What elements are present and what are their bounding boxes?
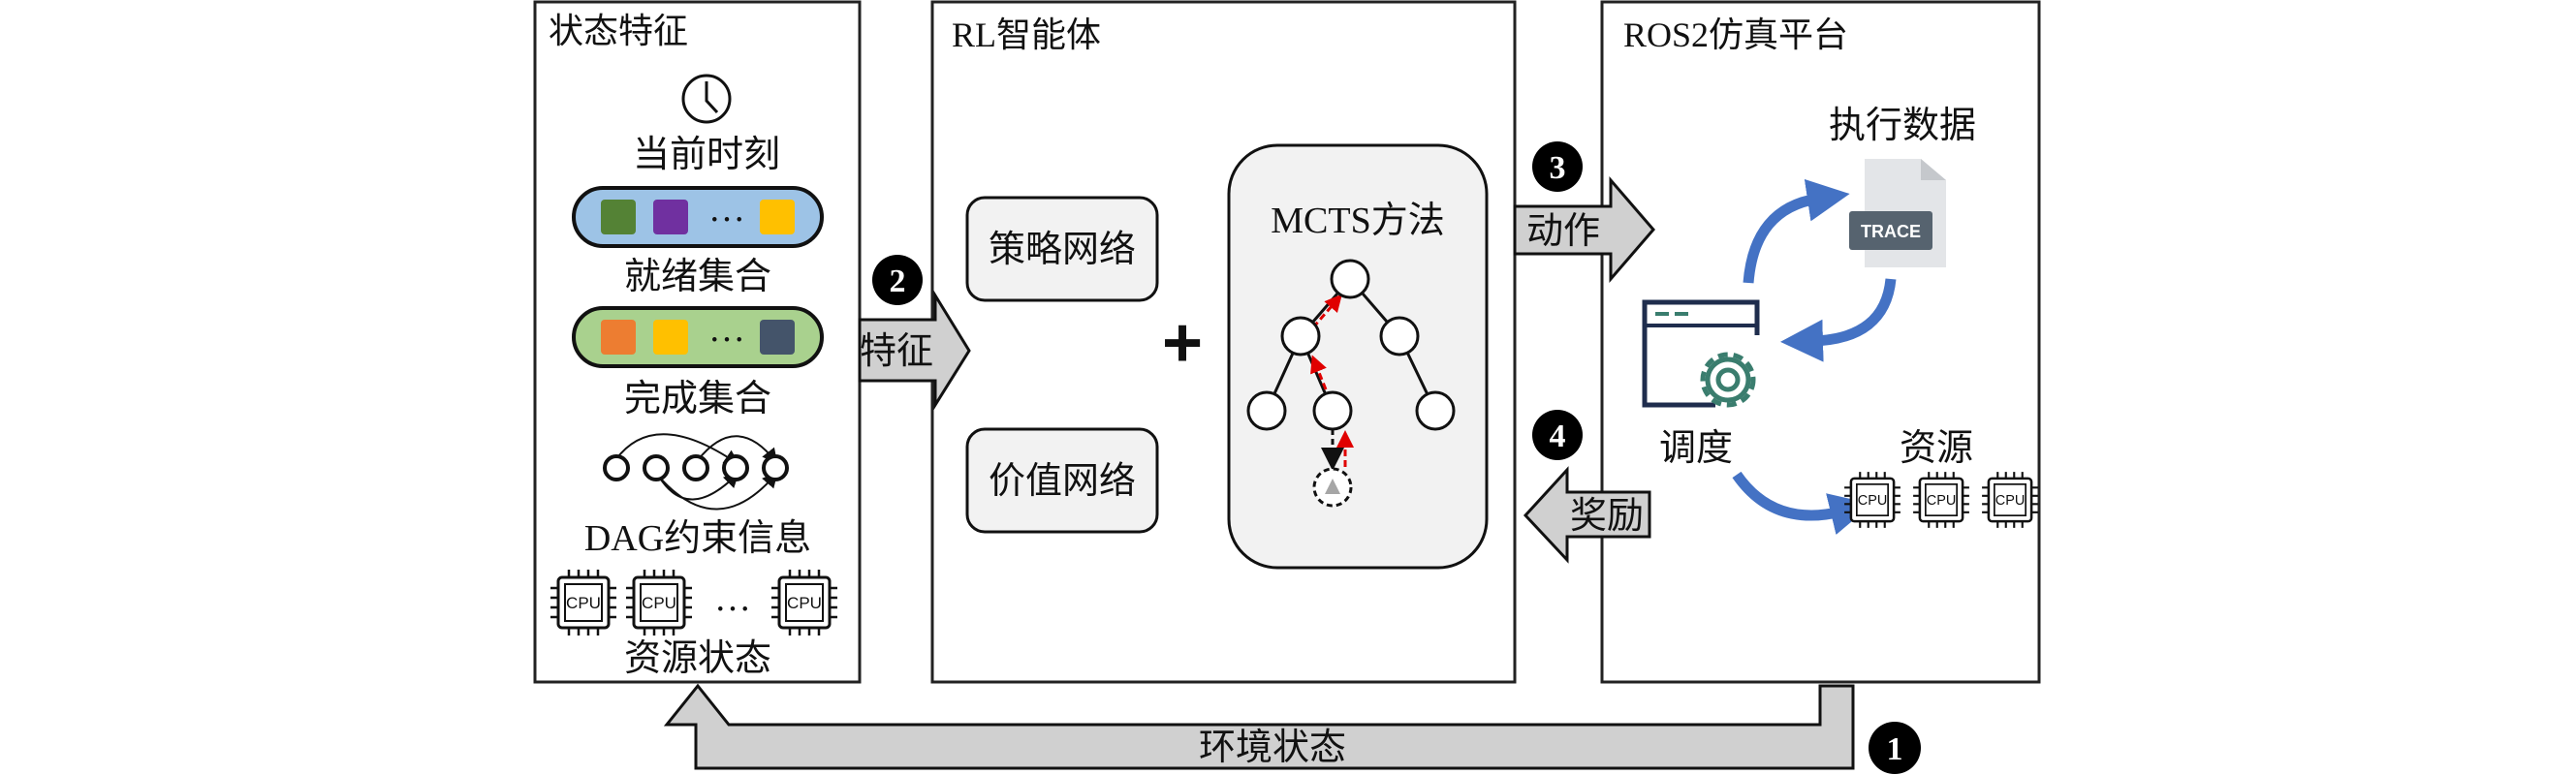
cpu-icon: CPU (549, 568, 618, 637)
action-arrow (1513, 175, 1655, 284)
reward-label: 奖励 (1570, 496, 1644, 537)
plus-sign: + (1162, 304, 1203, 382)
svg-text:1: 1 (1887, 731, 1903, 767)
cpu-icon: CPU (1842, 470, 1902, 530)
feature-arrow (858, 290, 971, 411)
svg-text:3: 3 (1550, 150, 1566, 186)
done-set-items (601, 320, 795, 355)
task-square (760, 320, 795, 355)
cycle-arrows (1732, 178, 1897, 535)
task-square (653, 200, 688, 234)
dag-constraints-label: DAG约束信息 (584, 518, 811, 559)
svg-text:2: 2 (890, 264, 906, 299)
task-square (601, 320, 636, 355)
cpu-icon: CPU (1980, 470, 2040, 530)
svg-text:4: 4 (1550, 418, 1566, 454)
gear-icon (1700, 352, 1756, 408)
ros2-sim-title: ROS2仿真平台 (1623, 16, 1848, 54)
mcts-label: MCTS方法 (1271, 201, 1444, 241)
done-set-ellipsis: … (708, 309, 745, 350)
done-set-label: 完成集合 (624, 379, 771, 419)
trace-file-icon: TRACE (1849, 159, 1946, 267)
cpu-icon: CPU (770, 568, 839, 637)
ready-set-items (601, 200, 795, 234)
exec-data-label: 执行数据 (1829, 106, 1976, 146)
env-state-label: 环境状态 (1199, 728, 1346, 768)
svg-text:CPU: CPU (642, 594, 676, 612)
reward-arrow (1523, 466, 1651, 564)
value-network-label: 价值网络 (989, 461, 1136, 502)
step-2-badge: 2 (872, 255, 923, 305)
mcts-tree-icon (1246, 259, 1456, 508)
schedule-label: 调度 (1659, 428, 1733, 469)
value-network-box (965, 427, 1159, 534)
svg-text:TRACE: TRACE (1861, 222, 1921, 241)
ready-set-ellipsis: … (708, 189, 745, 230)
svg-text:CPU: CPU (1858, 493, 1887, 509)
done-set-pill (572, 306, 824, 368)
resource-state-label: 资源状态 (624, 638, 771, 679)
svg-text:CPU: CPU (1995, 493, 2025, 509)
policy-network-label: 策略网络 (989, 230, 1136, 270)
task-square (653, 320, 688, 355)
task-square (601, 200, 636, 234)
cpu-ellipsis: … (714, 578, 751, 619)
step-4-badge: 4 (1532, 410, 1583, 460)
cpu-icon: CPU (624, 568, 694, 637)
cpu-icon: CPU (1911, 470, 1971, 530)
svg-text:CPU: CPU (1927, 493, 1956, 509)
scheduler-window-icon (1642, 299, 1760, 408)
action-label: 动作 (1526, 211, 1600, 252)
policy-network-box (965, 196, 1159, 302)
state-features-title: 状态特征 (549, 12, 688, 50)
env-state-arrow (663, 683, 1855, 770)
svg-text:CPU: CPU (566, 594, 601, 612)
feature-label: 特征 (860, 331, 933, 372)
step-1-badge: 1 (1869, 722, 1921, 774)
current-time-label: 当前时刻 (633, 135, 780, 175)
mcts-box (1227, 143, 1489, 570)
rl-agent-title: RL智能体 (952, 16, 1101, 54)
svg-text:CPU: CPU (787, 594, 822, 612)
dag-graph-icon (603, 433, 789, 511)
ready-set-pill (572, 186, 824, 248)
ready-set-label: 就绪集合 (624, 257, 771, 297)
task-square (760, 200, 795, 234)
resource-label: 资源 (1900, 428, 1973, 469)
step-3-badge: 3 (1532, 141, 1583, 192)
clock-icon (681, 74, 732, 124)
